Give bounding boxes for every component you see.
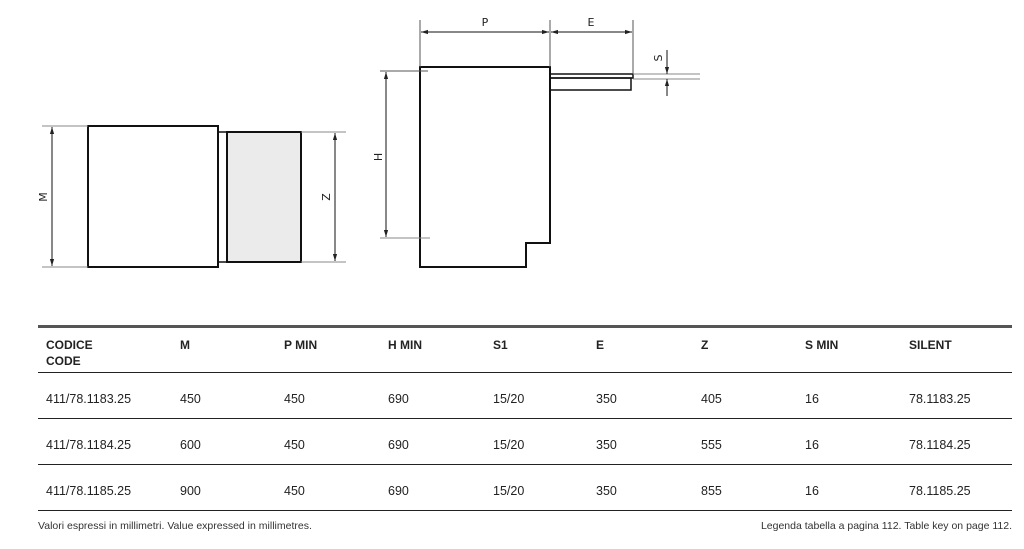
cell-z: 555 bbox=[701, 438, 722, 452]
front-view bbox=[42, 125, 346, 268]
drawer-front bbox=[226, 131, 302, 263]
cell-p-min: 450 bbox=[284, 438, 305, 452]
shelf-body bbox=[549, 77, 632, 91]
cell-h-min: 690 bbox=[388, 438, 409, 452]
cabinet-side bbox=[419, 66, 551, 268]
cell-h-min: 690 bbox=[388, 392, 409, 406]
table-row: 411/78.1185.25 900 450 690 15/20 350 855… bbox=[38, 465, 1012, 511]
h-label: H bbox=[372, 153, 385, 161]
header-s-min: S MIN bbox=[805, 338, 839, 352]
cell-e: 350 bbox=[596, 484, 617, 498]
cell-s-min: 16 bbox=[805, 438, 819, 452]
cell-z: 405 bbox=[701, 392, 722, 406]
cell-m: 900 bbox=[180, 484, 201, 498]
cell-e: 350 bbox=[596, 392, 617, 406]
cell-silent: 78.1184.25 bbox=[909, 438, 971, 452]
cell-z: 855 bbox=[701, 484, 722, 498]
footer-units-note: Valori espressi in millimetri. Value exp… bbox=[38, 520, 312, 532]
cell-s1: 15/20 bbox=[493, 438, 525, 452]
cell-m: 450 bbox=[180, 392, 201, 406]
table-row: 411/78.1183.25 450 450 690 15/20 350 405… bbox=[38, 373, 1012, 419]
s-label: S bbox=[652, 54, 665, 61]
header-e: E bbox=[596, 338, 605, 352]
header-z: Z bbox=[701, 338, 709, 352]
cell-m: 600 bbox=[180, 438, 201, 452]
dimension-diagram: M Z P E H S bbox=[37, 16, 700, 268]
cell-h-min: 690 bbox=[388, 484, 409, 498]
header-p-min: P MIN bbox=[284, 338, 318, 352]
m-label: M bbox=[37, 192, 50, 202]
cabinet-front bbox=[87, 125, 219, 268]
header-silent: SILENT bbox=[909, 338, 952, 352]
cell-s1: 15/20 bbox=[493, 484, 525, 498]
z-label: Z bbox=[320, 193, 333, 201]
cell-silent: 78.1185.25 bbox=[909, 484, 971, 498]
gap-strip bbox=[217, 131, 228, 263]
e-label: E bbox=[588, 16, 595, 29]
cell-silent: 78.1183.25 bbox=[909, 392, 971, 406]
table-row: 411/78.1184.25 600 450 690 15/20 350 555… bbox=[38, 419, 1012, 465]
cell-code: 411/78.1184.25 bbox=[46, 438, 132, 452]
p-label: P bbox=[482, 16, 489, 29]
side-view bbox=[380, 20, 700, 268]
cell-p-min: 450 bbox=[284, 392, 305, 406]
cell-p-min: 450 bbox=[284, 484, 305, 498]
header-h-min: H MIN bbox=[388, 338, 422, 352]
cell-s-min: 16 bbox=[805, 484, 819, 498]
cell-e: 350 bbox=[596, 438, 617, 452]
cell-s-min: 16 bbox=[805, 392, 819, 406]
header-s1: S1 bbox=[493, 338, 508, 352]
footer-table-key: Legenda tabella a pagina 112. Table key … bbox=[760, 520, 1012, 532]
cell-s1: 15/20 bbox=[493, 392, 525, 406]
cell-code: 411/78.1185.25 bbox=[46, 484, 132, 498]
header-m: M bbox=[180, 338, 190, 352]
cell-code: 411/78.1183.25 bbox=[46, 392, 132, 406]
